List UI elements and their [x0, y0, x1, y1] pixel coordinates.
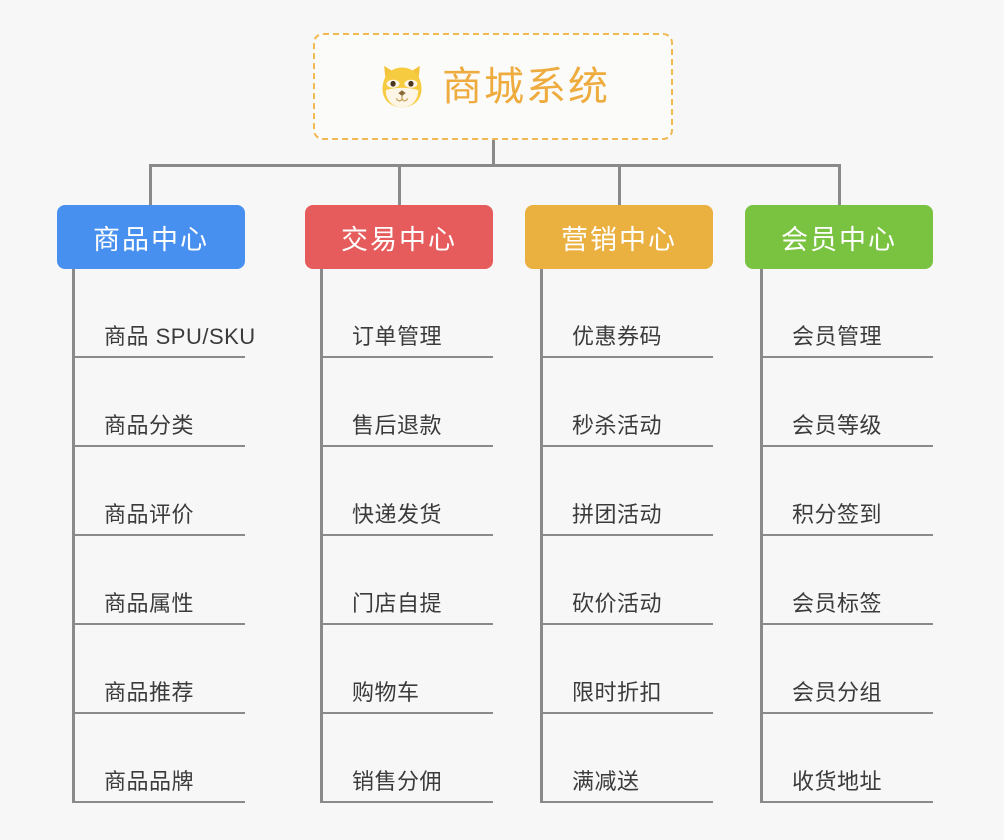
leaf-item[interactable]: 商品 SPU/SKU [72, 269, 255, 358]
branch-header-3[interactable]: 营销中心 [525, 205, 713, 269]
root-title: 商城系统 [442, 64, 610, 109]
leaf-item-label: 砍价活动 [572, 590, 663, 616]
branch-header-4[interactable]: 会员中心 [745, 205, 933, 269]
leaf-item-label: 订单管理 [352, 323, 443, 349]
leaf-item-label: 商品属性 [104, 590, 195, 616]
branch-header-2[interactable]: 交易中心 [305, 205, 493, 269]
branch-header-label: 商品中心 [93, 224, 209, 255]
leaf-item-label: 销售分佣 [352, 768, 443, 794]
leaf-item[interactable]: 会员等级 [760, 358, 933, 447]
leaf-item[interactable]: 收货地址 [760, 714, 933, 803]
leaf-item[interactable]: 积分签到 [760, 447, 933, 536]
leaf-item[interactable]: 满减送 [540, 714, 713, 803]
leaf-item[interactable]: 售后退款 [320, 358, 493, 447]
connector-drop-4 [838, 164, 841, 206]
leaf-item[interactable]: 商品品牌 [72, 714, 245, 803]
branch-column-4: 会员中心 会员管理 会员等级 积分签到 会员标签 会员分组 收货地址 [745, 205, 933, 803]
leaf-item-label: 会员分组 [792, 679, 883, 705]
leaf-item-label: 商品品牌 [104, 768, 195, 794]
leaf-item-label: 优惠券码 [572, 323, 663, 349]
leaf-item-label: 满减送 [572, 768, 640, 794]
leaf-item-label: 收货地址 [792, 768, 883, 794]
leaf-item-label: 商品 SPU/SKU [104, 323, 256, 349]
leaf-item-label: 秒杀活动 [572, 412, 663, 438]
leaf-item[interactable]: 会员标签 [760, 536, 933, 625]
leaf-item[interactable]: 会员分组 [760, 625, 933, 714]
branch-header-1[interactable]: 商品中心 [57, 205, 245, 269]
leaf-item[interactable]: 砍价活动 [540, 536, 713, 625]
branch-header-label: 营销中心 [561, 224, 677, 255]
leaf-item-label: 商品评价 [104, 501, 195, 527]
leaf-item-label: 购物车 [352, 679, 420, 705]
leaf-stack-2: 订单管理 售后退款 快递发货 门店自提 购物车 销售分佣 [305, 269, 493, 803]
leaf-item-label: 会员管理 [792, 323, 883, 349]
connector-root-stem [492, 140, 495, 167]
leaf-item-label: 商品推荐 [104, 679, 195, 705]
leaf-item-label: 限时折扣 [572, 679, 663, 705]
leaf-item[interactable]: 秒杀活动 [540, 358, 713, 447]
leaf-item[interactable]: 商品属性 [72, 536, 245, 625]
connector-drop-2 [398, 164, 401, 206]
connector-horizontal-bus [150, 164, 840, 167]
leaf-item[interactable]: 门店自提 [320, 536, 493, 625]
leaf-item[interactable]: 会员管理 [760, 269, 933, 358]
leaf-item[interactable]: 销售分佣 [320, 714, 493, 803]
branch-column-2: 交易中心 订单管理 售后退款 快递发货 门店自提 购物车 销售分佣 [305, 205, 493, 803]
branch-column-3: 营销中心 优惠券码 秒杀活动 拼团活动 砍价活动 限时折扣 满减送 [525, 205, 713, 803]
branch-header-label: 会员中心 [781, 224, 897, 255]
leaf-stack-4: 会员管理 会员等级 积分签到 会员标签 会员分组 收货地址 [745, 269, 933, 803]
leaf-item-label: 拼团活动 [572, 501, 663, 527]
branch-header-label: 交易中心 [341, 224, 457, 255]
leaf-item[interactable]: 购物车 [320, 625, 493, 714]
root-node[interactable]: 商城系统 [313, 33, 673, 140]
leaf-item[interactable]: 优惠券码 [540, 269, 713, 358]
connector-drop-3 [618, 164, 621, 206]
leaf-item[interactable]: 商品评价 [72, 447, 245, 536]
shiba-dog-face-icon [376, 61, 428, 113]
leaf-item[interactable]: 快递发货 [320, 447, 493, 536]
leaf-item-label: 门店自提 [352, 590, 443, 616]
leaf-item-label: 售后退款 [352, 412, 443, 438]
leaf-item[interactable]: 拼团活动 [540, 447, 713, 536]
leaf-item-label: 快递发货 [352, 501, 443, 527]
leaf-item[interactable]: 商品分类 [72, 358, 245, 447]
leaf-item-label: 积分签到 [792, 501, 883, 527]
leaf-stack-1: 商品 SPU/SKU 商品分类 商品评价 商品属性 商品推荐 商品品牌 [57, 269, 255, 803]
branch-column-1: 商品中心 商品 SPU/SKU 商品分类 商品评价 商品属性 商品推荐 商品品牌 [57, 205, 255, 803]
leaf-item[interactable]: 订单管理 [320, 269, 493, 358]
leaf-stack-3: 优惠券码 秒杀活动 拼团活动 砍价活动 限时折扣 满减送 [525, 269, 713, 803]
leaf-item-label: 会员标签 [792, 590, 883, 616]
leaf-item[interactable]: 商品推荐 [72, 625, 245, 714]
leaf-item-label: 商品分类 [104, 412, 195, 438]
leaf-item-label: 会员等级 [792, 412, 883, 438]
connector-drop-1 [149, 164, 152, 206]
leaf-item[interactable]: 限时折扣 [540, 625, 713, 714]
